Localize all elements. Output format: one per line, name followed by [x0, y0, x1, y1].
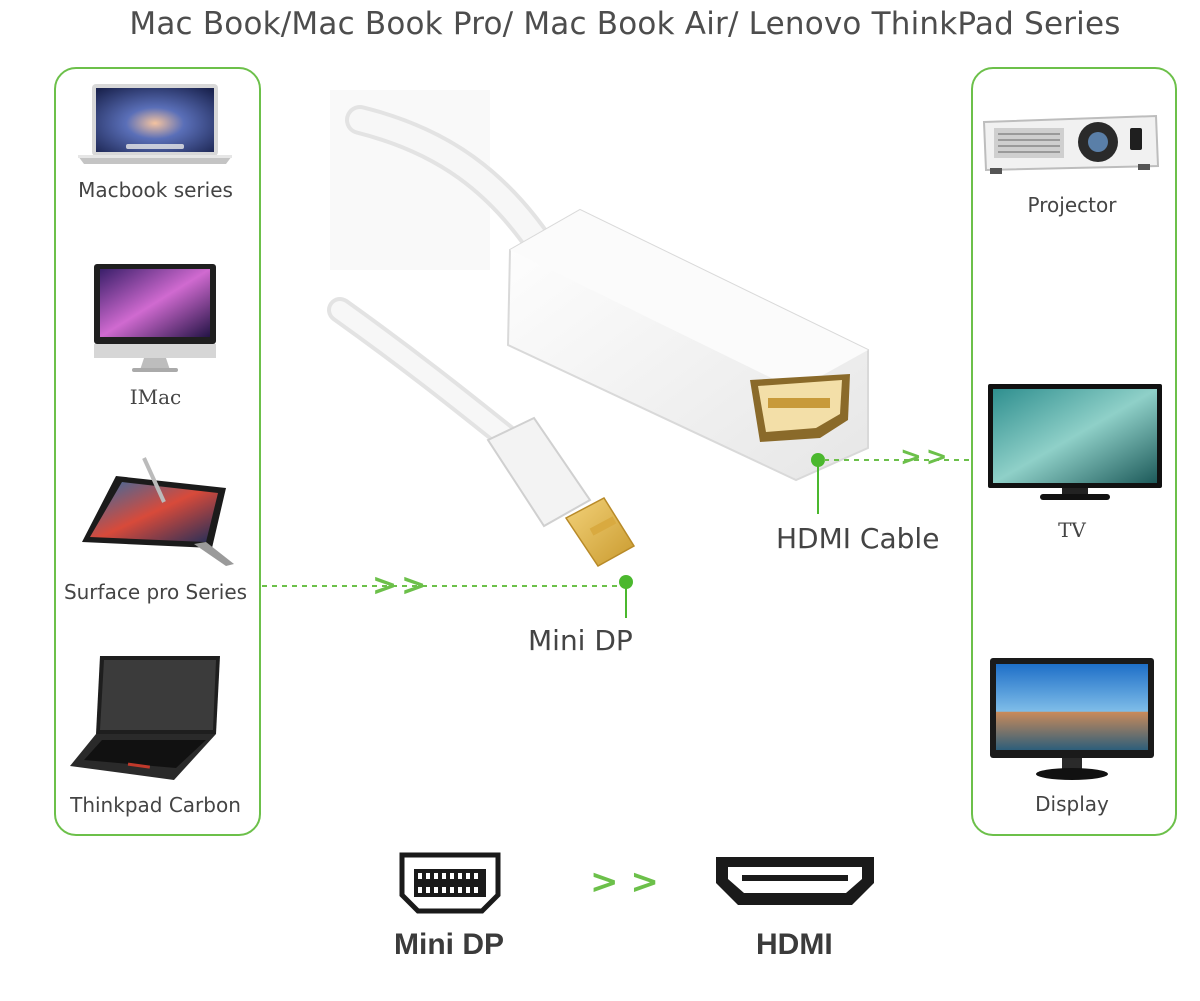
- mini-dp-callout: Mini DP: [528, 624, 633, 657]
- hdmi-cable-callout: HDMI Cable: [776, 522, 940, 555]
- device-label-surface: Surface pro Series: [63, 580, 248, 604]
- projector-icon: [982, 114, 1160, 174]
- thinkpad-icon: [70, 656, 220, 780]
- input-connection-line: [262, 575, 633, 618]
- laptop-icon: [78, 84, 232, 164]
- tv-icon: [988, 384, 1162, 500]
- monitor-icon: [990, 658, 1154, 780]
- conversion-arrows: > >: [590, 862, 659, 902]
- device-label-imac: IMac: [129, 385, 182, 409]
- output-direction-arrows: >>: [900, 442, 952, 472]
- page-title: Mac Book/Mac Book Pro/ Mac Book Air/ Len…: [129, 6, 1121, 42]
- tablet-icon: [82, 457, 234, 566]
- device-label-thinkpad: Thinkpad Carbon: [70, 793, 241, 817]
- mini-dp-port-icon: [399, 852, 501, 914]
- output-connection-line: [811, 453, 970, 514]
- adapter-illustration: [327, 90, 869, 567]
- input-direction-arrows: >>: [372, 568, 431, 603]
- mini-dp-port-label: Mini DP: [394, 928, 504, 961]
- device-label-projector: Projector: [1027, 193, 1117, 217]
- device-label-display: Display: [1035, 792, 1109, 816]
- imac-icon: [94, 264, 216, 372]
- device-label-macbook: Macbook series: [78, 178, 233, 202]
- hdmi-port-icon: [716, 857, 874, 905]
- hdmi-port-label: HDMI: [756, 928, 833, 961]
- device-label-tv: TV: [1058, 518, 1086, 542]
